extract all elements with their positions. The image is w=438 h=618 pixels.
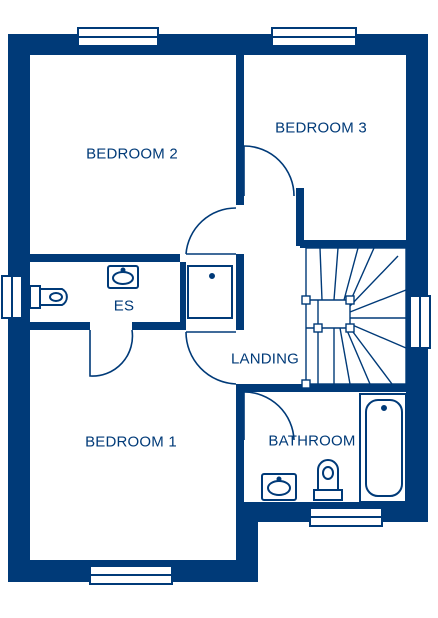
walls — [8, 34, 428, 582]
room-label-bedroom2: BEDROOM 2 — [86, 145, 178, 163]
staircase-icon — [301, 247, 407, 389]
toilet-icon — [313, 459, 343, 501]
room-label-bathroom: BATHROOM — [268, 432, 356, 450]
basin-icon — [107, 265, 139, 289]
room-label-bedroom1: BEDROOM 1 — [85, 433, 177, 451]
window-icon — [1, 27, 431, 585]
door-swing-icon — [89, 145, 295, 441]
bathtub-icon — [359, 393, 407, 503]
room-label-ensuite: ES — [113, 297, 135, 315]
shower-tray-icon — [187, 265, 233, 319]
toilet-icon — [29, 285, 68, 309]
room-label-landing: LANDING — [230, 350, 300, 368]
basin-icon — [261, 473, 297, 501]
room-label-bedroom3: BEDROOM 3 — [275, 119, 367, 137]
